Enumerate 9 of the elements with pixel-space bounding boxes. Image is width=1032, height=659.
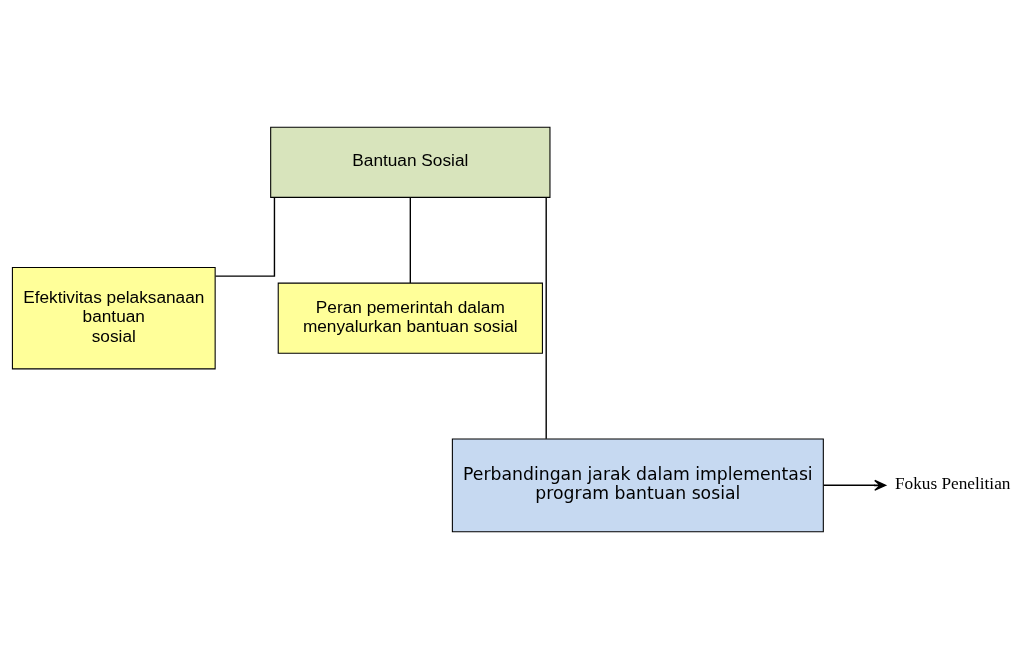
connector <box>545 196 547 440</box>
node-box: Bantuan Sosial <box>270 126 551 198</box>
connector <box>409 197 411 284</box>
node-box: Peran pemerintah dalam menyalurkan bantuan sosial <box>277 282 543 354</box>
connector <box>214 196 276 277</box>
node-text: Fokus Penelitian <box>894 474 1011 494</box>
arrow <box>823 479 887 491</box>
node-box: Efektivitas pelaksanaan bantuan sosial <box>11 266 216 370</box>
node-box: Perbandingan jarak dalam implementasi program bantuan sosial <box>451 438 824 533</box>
